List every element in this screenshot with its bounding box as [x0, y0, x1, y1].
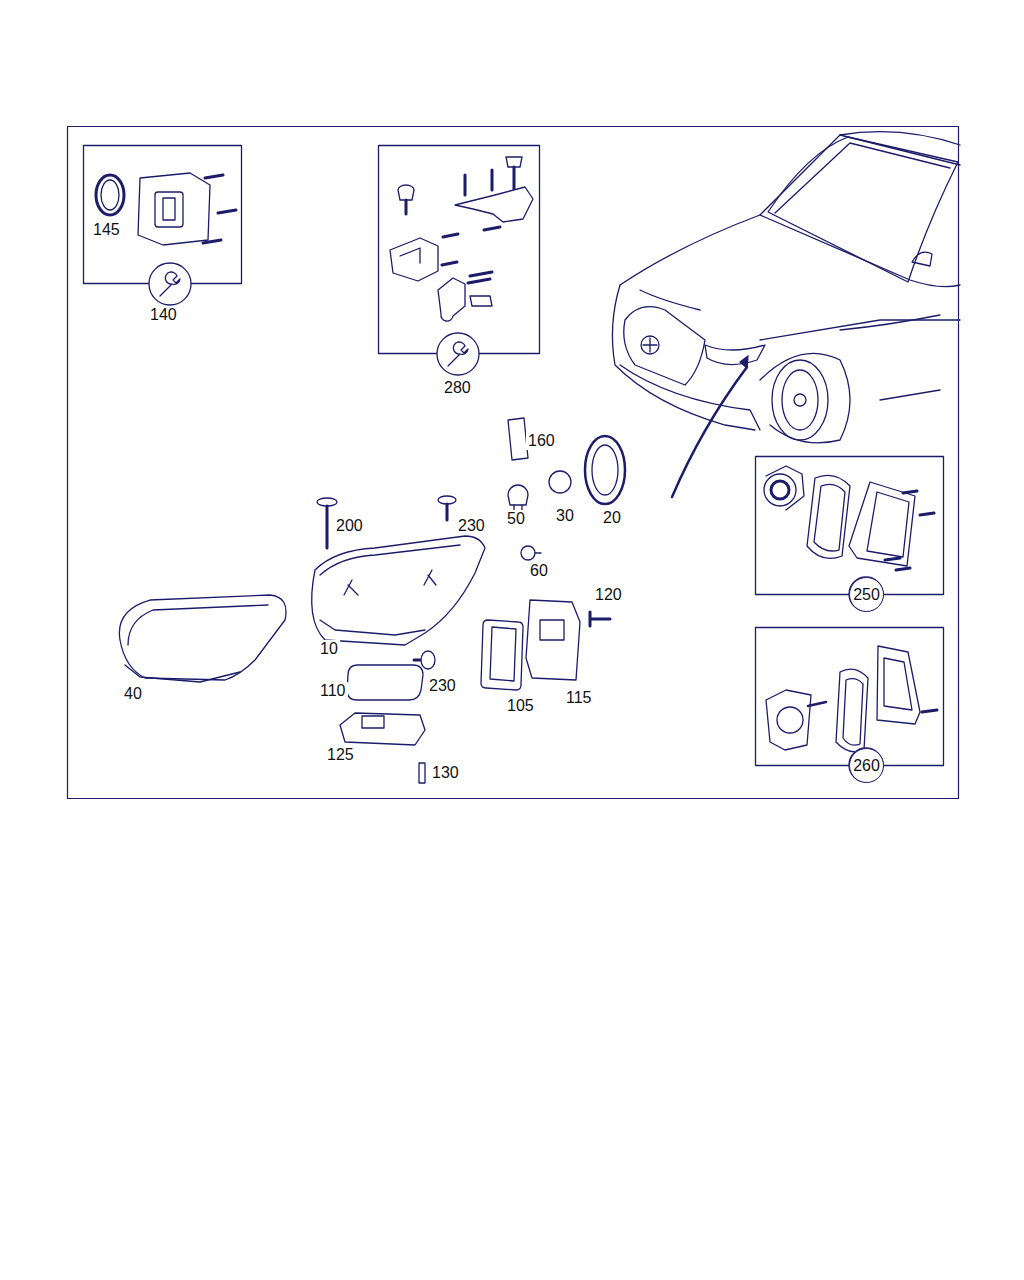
callout-number: 125: [325, 746, 356, 764]
callout-circle: 250: [849, 577, 884, 612]
callout-number: 140: [148, 306, 179, 324]
callout-number: 105: [505, 697, 536, 715]
callout-number: 230: [427, 677, 458, 695]
callout-number: 280: [442, 379, 473, 397]
callout-number: 200: [334, 517, 365, 535]
callout-circle: 260: [849, 748, 884, 783]
callout-number: 145: [91, 221, 122, 239]
callout-number: 115: [564, 689, 594, 707]
callout-number: 50: [505, 510, 527, 528]
callout-number: 250: [853, 587, 880, 603]
callout-number: 120: [593, 586, 624, 604]
callout-number: 230: [456, 517, 487, 535]
callout-number: 110: [318, 682, 348, 700]
callout-number: 130: [430, 764, 461, 782]
callout-number: 160: [526, 432, 557, 450]
callout-number: 60: [528, 562, 550, 580]
callout-number: 10: [318, 640, 340, 658]
callout-number: 260: [853, 758, 880, 774]
callout-number: 20: [601, 509, 623, 527]
callout-number: 40: [122, 685, 144, 703]
callout-number: 30: [554, 507, 576, 525]
